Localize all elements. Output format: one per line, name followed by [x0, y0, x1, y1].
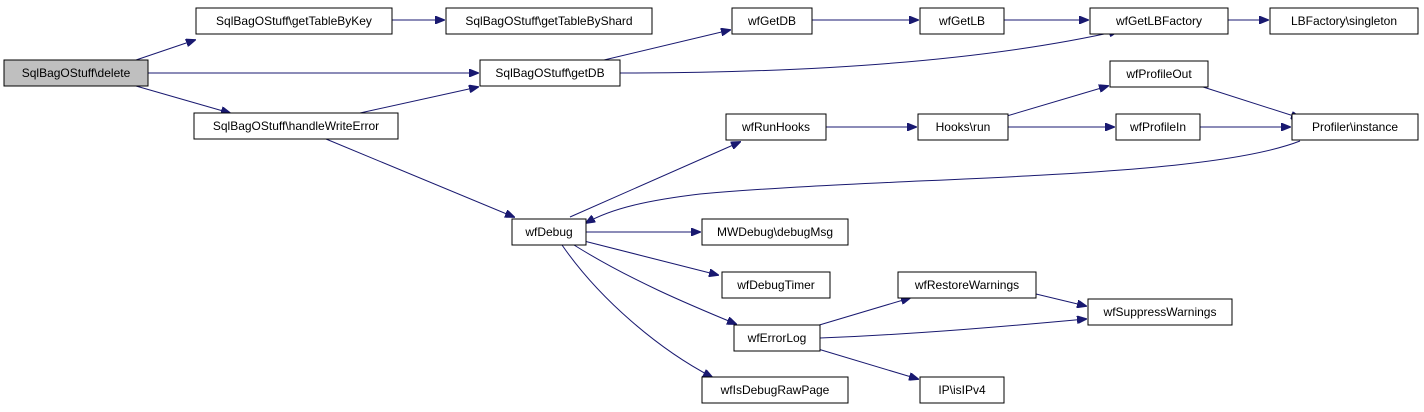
edge-wfprofileout-profilerinstance	[1199, 85, 1300, 118]
node-profiler-instance[interactable]: Profiler\instance	[1291, 113, 1419, 141]
edge-wferrorlog-wfrestorewarnings	[815, 298, 910, 327]
node-label: wfDebugTimer	[736, 278, 815, 292]
edge-delete-gettablebykey	[135, 40, 195, 61]
edges	[135, 20, 1301, 379]
node-sqlbagostuff-getdb[interactable]: SqlBagOStuff\getDB	[479, 59, 621, 87]
node-label: wfProfileOut	[1125, 67, 1192, 81]
node-label: SqlBagOStuff\getTableByKey	[216, 14, 372, 28]
node-lbfactory-singleton[interactable]: LBFactory\singleton	[1269, 7, 1419, 35]
node-wfrestorewarnings[interactable]: wfRestoreWarnings	[897, 271, 1037, 299]
node-label: SqlBagOStuff\delete	[22, 66, 131, 80]
node-hooks-run[interactable]: Hooks\run	[917, 113, 1009, 141]
node-sqlbagostuff-handlewriteerror[interactable]: SqlBagOStuff\handleWriteError	[193, 112, 399, 140]
edge-wferrorlog-ipisipv4	[817, 348, 918, 379]
node-sqlbagostuff-delete[interactable]: SqlBagOStuff\delete	[3, 59, 149, 87]
node-wfrunhooks[interactable]: wfRunHooks	[725, 113, 827, 141]
node-label: SqlBagOStuff\getDB	[495, 66, 604, 80]
node-wfprofileout[interactable]: wfProfileOut	[1109, 60, 1209, 88]
node-sqlbagostuff-gettablebykey[interactable]: SqlBagOStuff\getTableByKey	[195, 7, 393, 35]
node-wfdebugtimer[interactable]: wfDebugTimer	[721, 271, 831, 299]
node-label: Hooks\run	[936, 120, 991, 134]
node-sqlbagostuff-gettablebyshard[interactable]: SqlBagOStuff\getTableByShard	[445, 7, 653, 35]
edge-wferrorlog-wfsuppresswarnings	[819, 319, 1086, 339]
edge-wfdebug-wferrorlog	[573, 244, 736, 324]
node-label: wfErrorLog	[747, 331, 807, 345]
node-mwdebug-debugmsg[interactable]: MWDebug\debugMsg	[701, 218, 849, 246]
node-label: SqlBagOStuff\getTableByShard	[465, 14, 632, 28]
node-label: wfGetLB	[938, 14, 985, 28]
nodes: SqlBagOStuff\delete SqlBagOStuff\getTabl…	[3, 7, 1419, 404]
edge-hooksrun-wfprofileout	[999, 86, 1108, 119]
edge-wfdebug-wfisdebugrawpage	[561, 244, 712, 377]
node-label: wfIsDebugRawPage	[720, 383, 830, 397]
node-label: wfGetLBFactory	[1115, 14, 1202, 28]
node-ip-isipv4[interactable]: IP\isIPv4	[919, 376, 1005, 404]
node-label: wfDebug	[524, 225, 572, 239]
node-label: MWDebug\debugMsg	[717, 225, 833, 239]
edge-wfdebug-wfdebugtimer	[583, 240, 718, 275]
node-wfprofilein[interactable]: wfProfileIn	[1115, 113, 1201, 141]
node-wfgetlbfactory[interactable]: wfGetLBFactory	[1089, 7, 1229, 35]
node-label: wfRunHooks	[741, 120, 810, 134]
edge-delete-handlewriteerror	[135, 85, 230, 113]
edge-handlewriteerror-wfdebug	[325, 138, 514, 217]
edge-handlewriteerror-getdb	[359, 87, 478, 114]
node-wfgetdb[interactable]: wfGetDB	[731, 7, 813, 35]
node-label: LBFactory\singleton	[1291, 14, 1397, 28]
node-label: wfRestoreWarnings	[914, 278, 1019, 292]
node-label: wfGetDB	[747, 14, 796, 28]
edge-getdb-wfgetdb	[603, 30, 730, 61]
node-wfisdebugrawpage[interactable]: wfIsDebugRawPage	[701, 376, 849, 404]
node-wfsuppresswarnings[interactable]: wfSuppressWarnings	[1087, 298, 1233, 326]
edge-profilerinstance-wfdebug	[586, 140, 1301, 223]
node-label: wfSuppressWarnings	[1103, 305, 1217, 319]
edge-getdb-wfgetlbfactory	[619, 31, 1118, 74]
edge-wfdebug-wfrunhooks	[569, 142, 740, 218]
node-wfgetlb[interactable]: wfGetLB	[919, 7, 1005, 35]
node-wfdebug[interactable]: wfDebug	[511, 218, 587, 246]
node-label: SqlBagOStuff\handleWriteError	[213, 119, 379, 133]
edge-wfrestorewarnings-wfsuppresswarnings	[1035, 293, 1086, 306]
node-label: wfProfileIn	[1129, 120, 1186, 134]
node-wferrorlog[interactable]: wfErrorLog	[733, 324, 821, 352]
node-label: IP\isIPv4	[938, 383, 986, 397]
node-label: Profiler\instance	[1312, 120, 1398, 134]
